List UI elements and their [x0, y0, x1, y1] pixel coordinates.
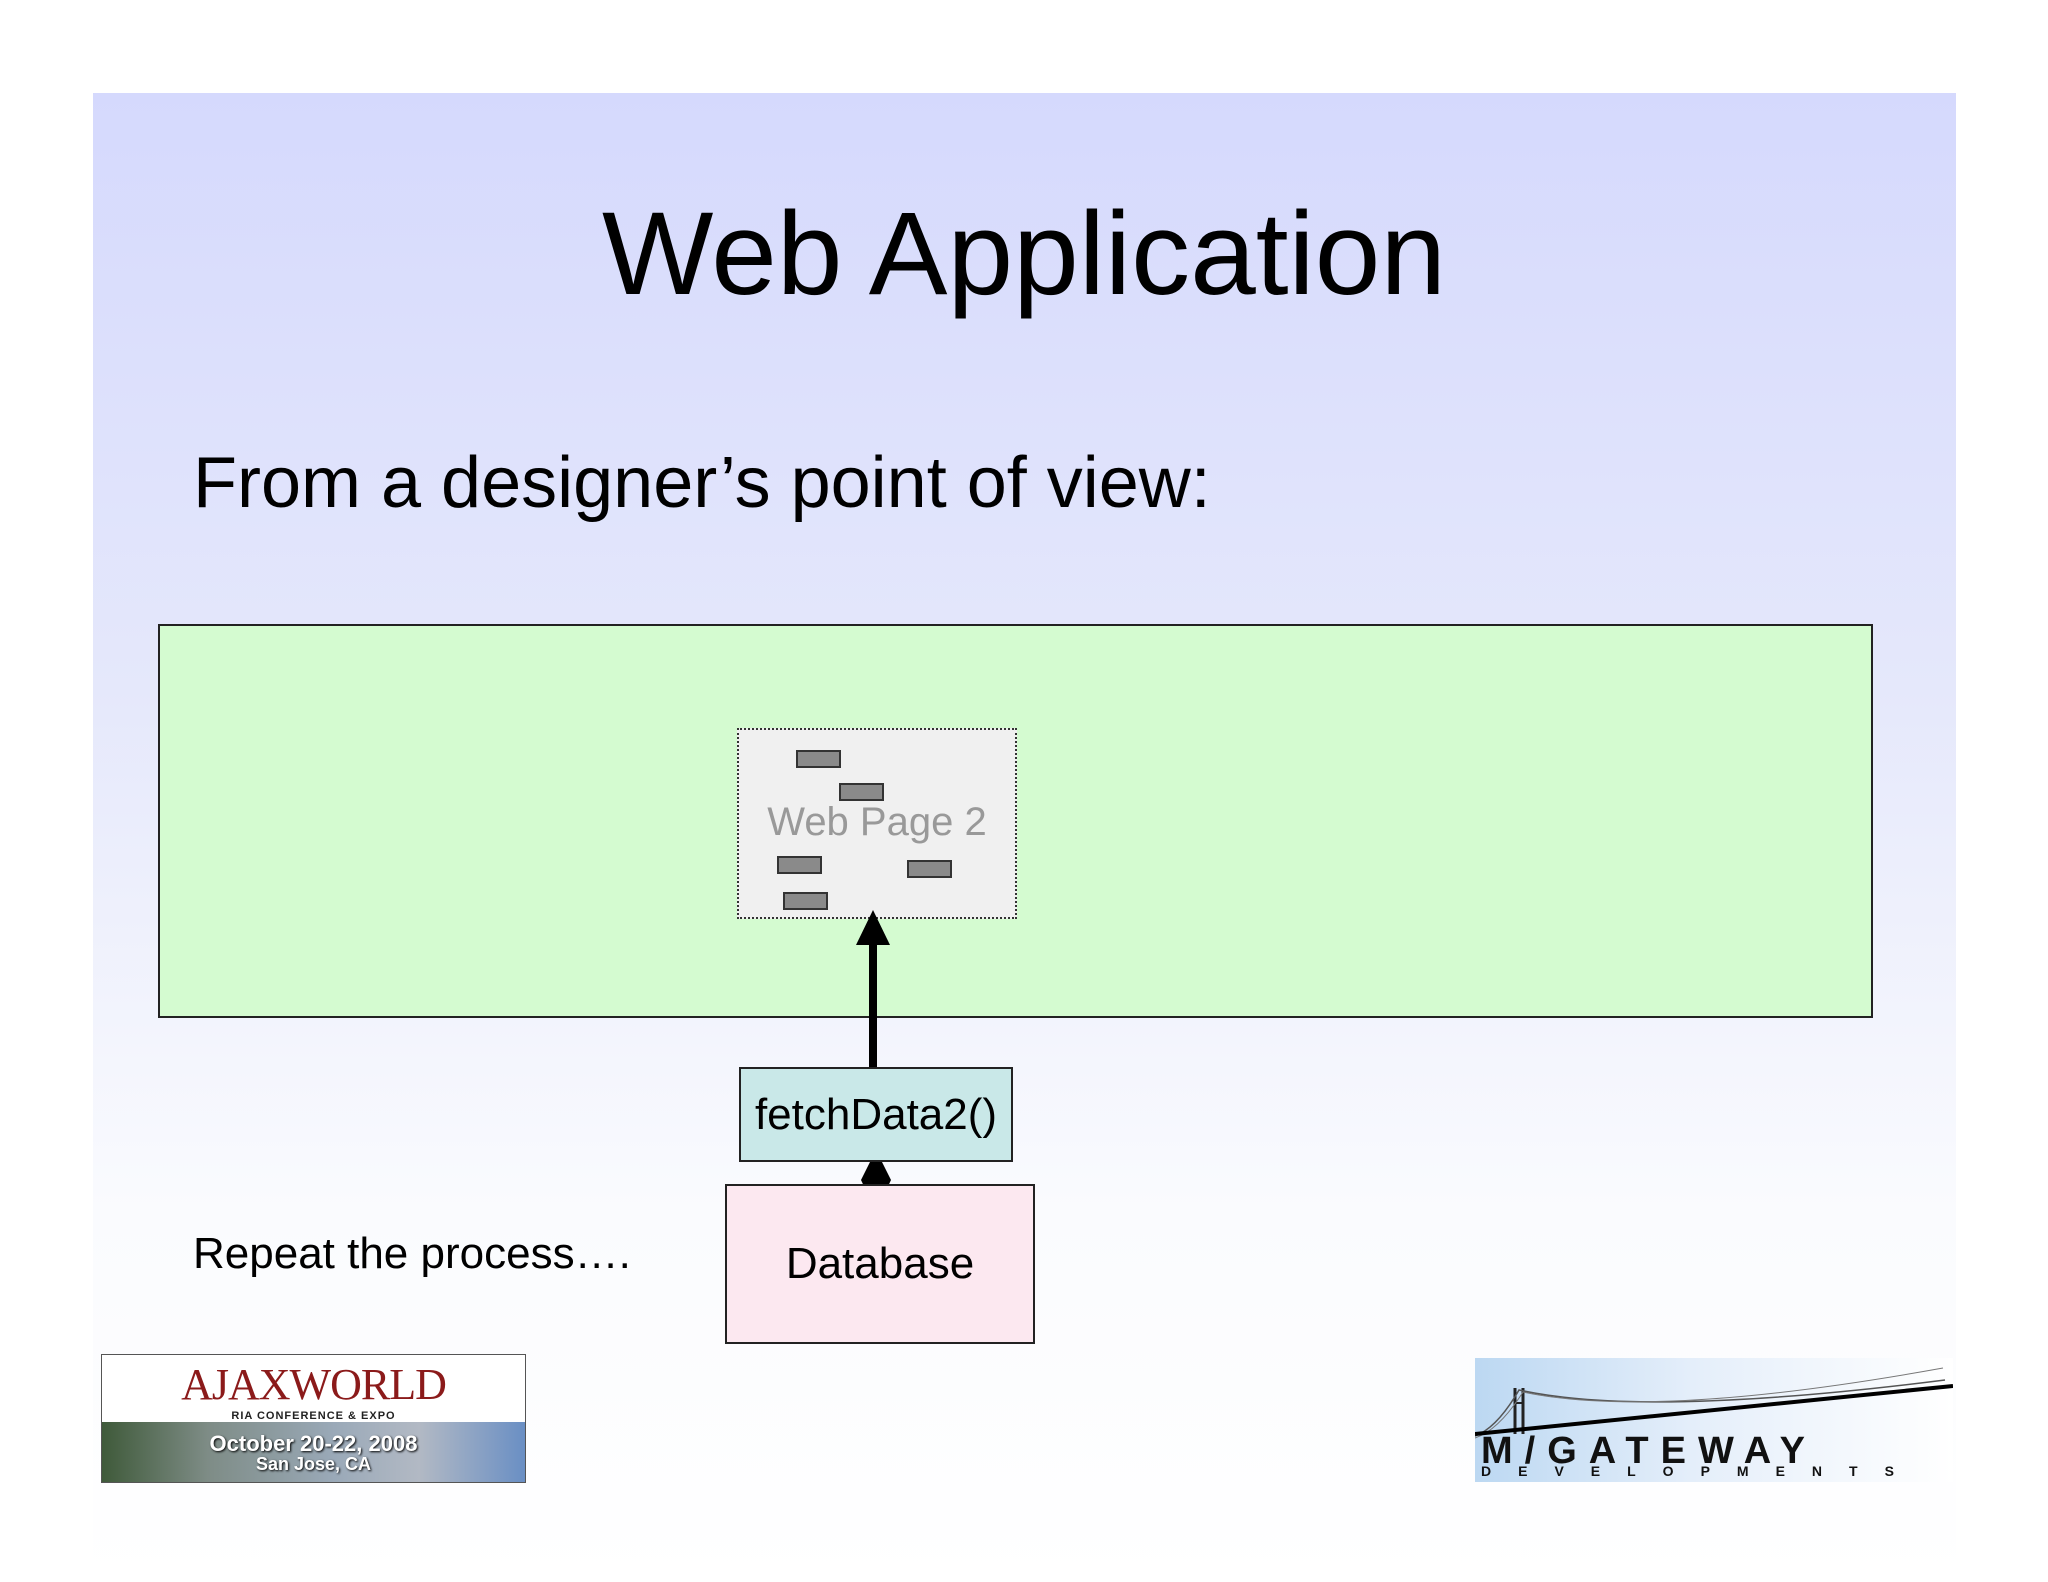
bridge-icon	[1475, 1367, 1953, 1439]
ajaxworld-logo: AJAXWORLD RIA CONFERENCE & EXPO October …	[101, 1354, 526, 1483]
mgateway-logo: M/GATEWAY DEVELOPMENTS	[1475, 1358, 1953, 1482]
mgateway-wordmark: M/GATEWAY	[1481, 1430, 1818, 1472]
ajaxworld-tagline: RIA CONFERENCE & EXPO	[231, 1410, 396, 1422]
repeat-note: Repeat the process….	[193, 1229, 631, 1278]
ajaxworld-photo	[102, 1422, 525, 1482]
page-widget	[839, 783, 884, 801]
slide-title: Web Application	[601, 188, 1447, 320]
web-page-box: Web Page 2	[737, 728, 1017, 919]
ajaxworld-place: San Jose, CA	[255, 1454, 372, 1474]
fetch-data-function-box: fetchData2()	[739, 1067, 1013, 1162]
page-widget	[783, 892, 828, 910]
bidirectional-arrow-icon	[861, 1150, 891, 1212]
page-widget	[796, 750, 841, 768]
slide-subtitle: From a designer’s point of view:	[193, 443, 1211, 523]
database-box: Database	[725, 1184, 1035, 1344]
arrow-head-icon	[856, 910, 890, 945]
page-widget	[907, 860, 952, 878]
ajaxworld-dates: October 20-22, 2008	[209, 1431, 418, 1456]
browser-window-box	[158, 624, 1873, 1018]
page-widget	[777, 856, 822, 874]
mgateway-subtitle: DEVELOPMENTS	[1481, 1463, 1921, 1479]
ajaxworld-wordmark: AJAXWORLD	[181, 1360, 447, 1409]
web-page-label: Web Page 2	[767, 800, 987, 844]
